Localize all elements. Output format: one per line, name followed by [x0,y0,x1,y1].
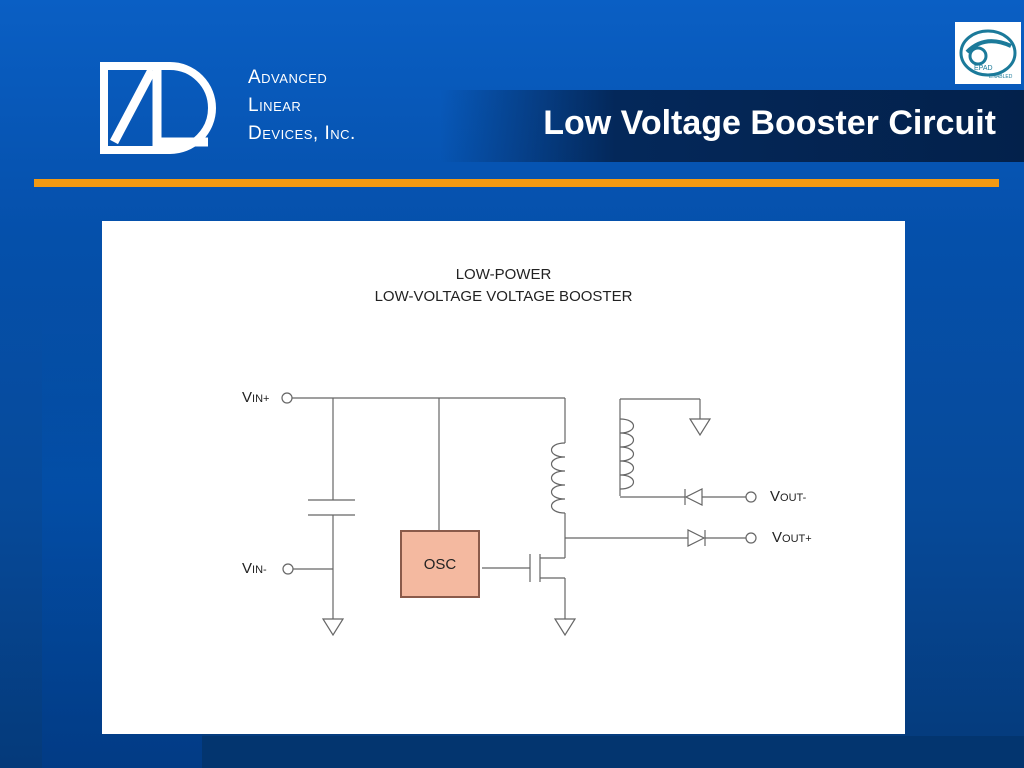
diode-vout-minus [684,488,703,506]
vin-plus-terminal [281,392,293,404]
epad-badge-subtext: ENABLED [989,74,1013,80]
diagram-title-line2: LOW-VOLTAGE VOLTAGE BOOSTER [374,288,633,305]
ground-symbol-secondary [688,418,712,437]
diode-vout-plus [687,529,706,547]
vout-plus-label-main: V [772,529,783,546]
ald-logo-icon [100,62,216,154]
diagram-panel: LOW-POWER LOW-VOLTAGE VOLTAGE BOOSTER [102,221,905,734]
secondary-inductor [619,418,635,490]
vin-plus-label: VIN+ [242,389,269,406]
vout-minus-label: VOUT- [770,488,806,505]
company-name-line1: Advanced [248,67,328,88]
vin-minus-label-sub: IN- [252,564,267,576]
vout-plus-terminal [745,532,757,544]
diagram-title-line1: LOW-POWER [455,266,552,283]
vout-minus-label-sub: OUT- [780,492,807,504]
vin-minus-label-main: V [242,560,253,577]
background-bottom-band [202,736,1024,768]
vin-plus-label-main: V [242,389,253,406]
main-inductor [550,442,566,514]
ground-symbol-left [321,618,345,637]
ground-symbol-mosfet [553,618,577,637]
company-name-line2: Linear [248,95,302,116]
vout-plus-label: VOUT+ [772,529,812,546]
slide-title: Low Voltage Booster Circuit [543,104,996,142]
epad-badge-text: EPAD [974,65,993,72]
vin-plus-label-sub: IN+ [252,393,270,405]
epad-logo-icon: EPAD ENABLED [959,29,1017,80]
vout-minus-terminal [745,491,757,503]
circuit-schematic [281,392,757,637]
orange-divider [34,179,999,187]
company-name: Advanced Linear Devices, Inc. [248,64,356,148]
title-bar [440,90,1024,162]
vout-plus-label-sub: OUT+ [782,533,812,545]
vin-minus-label: VIN- [242,560,267,577]
vin-minus-terminal [282,563,294,575]
vout-minus-label-main: V [770,488,781,505]
epad-badge: EPAD ENABLED [955,22,1021,84]
oscillator-label: OSC [423,555,457,573]
oscillator-block: OSC [400,530,480,598]
company-name-line3: Devices, Inc. [248,123,356,144]
